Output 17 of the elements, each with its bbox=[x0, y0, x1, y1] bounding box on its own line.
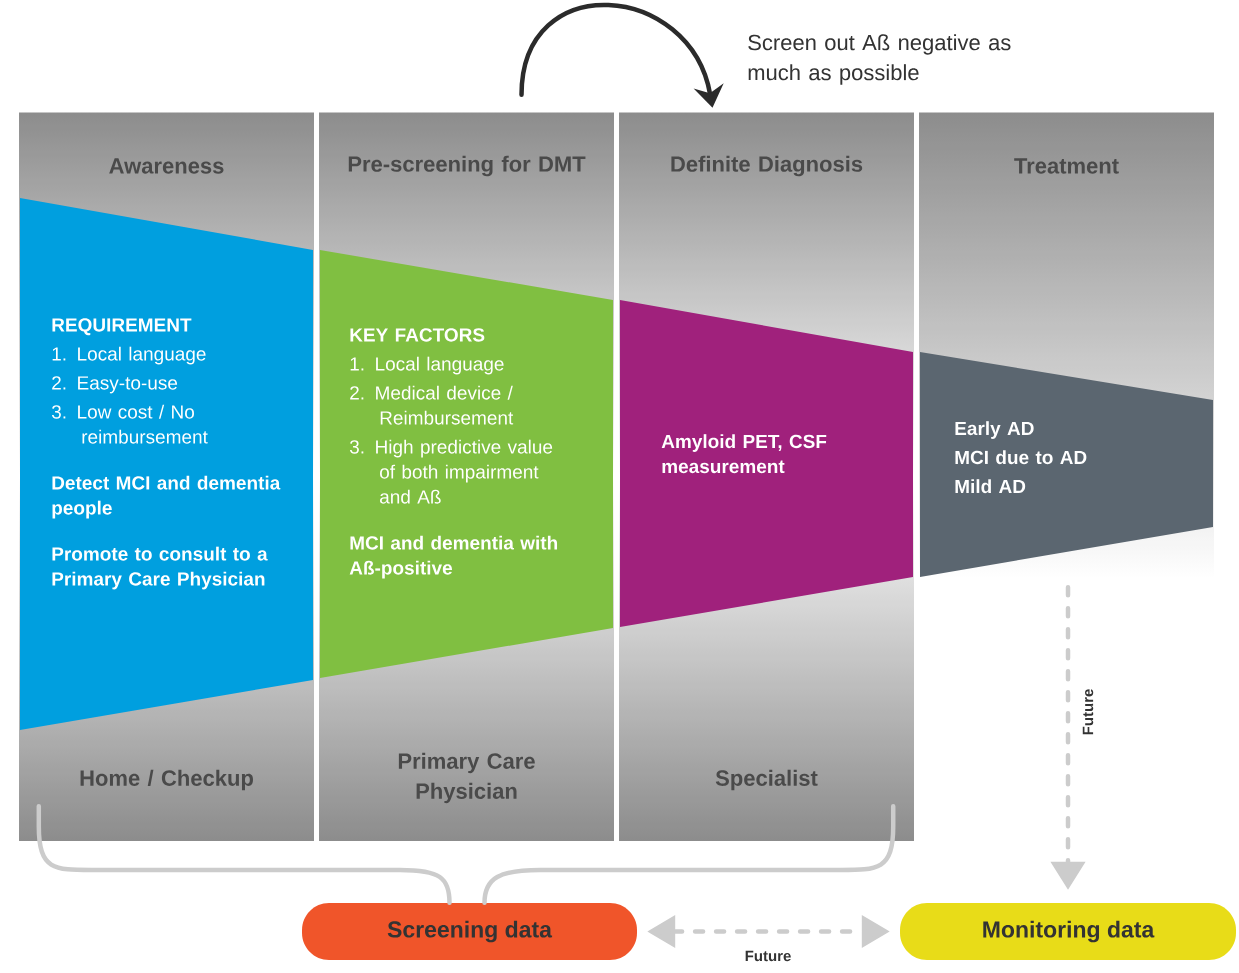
bracket-line bbox=[482, 803, 896, 906]
funnel-band: Early AD MCI due to AD Mild AD bbox=[920, 352, 1213, 577]
data-pill: Monitoring data bbox=[900, 903, 1236, 960]
edge-label: Screen out Aß negative as much as possible bbox=[746, 33, 1017, 86]
column-heading: Treatment bbox=[1014, 158, 1119, 174]
place-label: Specialist bbox=[715, 769, 818, 791]
place-label: Primary Care Physician bbox=[398, 752, 535, 804]
edge-label: Future bbox=[1081, 687, 1095, 737]
funnel-band: Amyloid PET, CSF measurement bbox=[620, 300, 913, 627]
data-pill: Screening data bbox=[302, 903, 637, 960]
place-label: Home / Checkup bbox=[80, 769, 253, 791]
bracket-line bbox=[36, 803, 452, 906]
column-heading: Awareness bbox=[109, 158, 224, 174]
column-heading: Pre-screening for DMT bbox=[348, 155, 586, 177]
column-heading: Definite Diagnosis bbox=[671, 155, 863, 177]
edge-label: Future bbox=[743, 949, 793, 963]
funnel-band: KEY FACTORS 1. Local language 2. Medical device / Reimbursement 3. High predictive value of both impairment and Aß MCI and dementia with Aß-positive bbox=[320, 250, 613, 678]
